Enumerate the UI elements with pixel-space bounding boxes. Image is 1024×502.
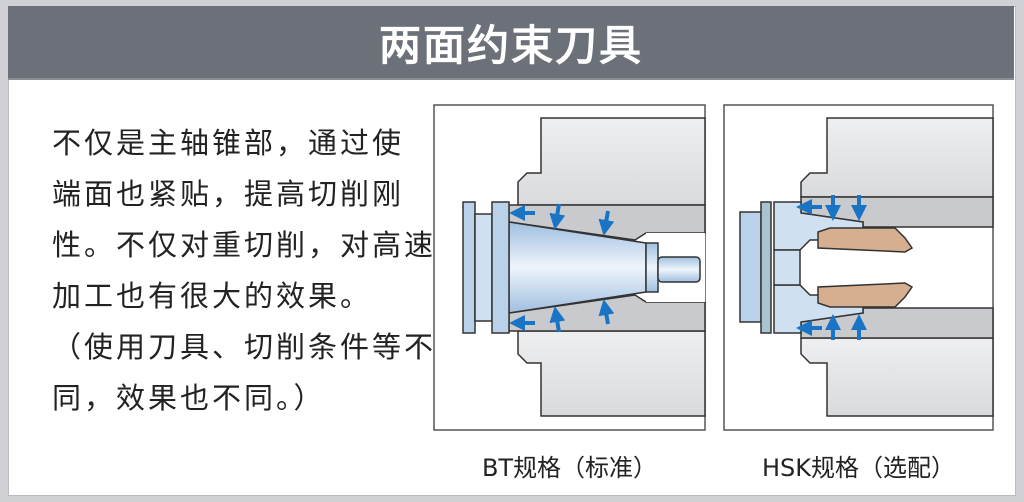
hsk-flange	[739, 211, 762, 323]
page-title: 两面约束刀具	[378, 20, 643, 70]
hsk-spindle-lower	[800, 337, 994, 417]
arrow-icon	[549, 306, 566, 333]
description: 不仅是主轴锥部，通过使 端面也紧贴，提高切削刚 性。不仅对重切削，对高速 加工也…	[52, 118, 437, 424]
description-line: （使用刀具、切削条件等不	[52, 330, 437, 364]
bt-spindle-lower	[517, 330, 706, 417]
hsk-core	[773, 249, 801, 286]
title-bar: 两面约束刀具	[8, 6, 1014, 80]
bt-pull-stud	[657, 256, 701, 283]
arrow-icon	[598, 210, 615, 236]
hsk-diagram	[723, 104, 994, 431]
bt-flange-groove	[474, 213, 493, 322]
bt-flange-inner	[491, 201, 510, 334]
bt-force-arrows	[509, 203, 615, 333]
bt-caption: BT规格（标准）	[481, 454, 658, 482]
arrow-icon	[549, 203, 566, 230]
bt-diagram	[433, 104, 706, 431]
description-line: 加工也有很大的效果。	[52, 279, 373, 313]
hsk-caption: HSK规格（选配）	[761, 454, 956, 482]
hsk-ring	[760, 201, 772, 334]
hsk-collet-lower	[817, 282, 914, 308]
bt-spindle-upper	[517, 117, 706, 206]
arrow-icon	[598, 299, 615, 325]
bt-flange-outer	[462, 201, 476, 334]
description-line: 同，效果也不同。）	[52, 381, 326, 415]
bt-tool-neck	[645, 242, 659, 293]
description-line: 不仅是主轴锥部，通过使	[52, 126, 405, 160]
hsk-spindle-upper	[800, 117, 994, 198]
hsk-collet-upper	[817, 227, 914, 253]
description-line: 端面也紧贴，提高切削刚	[52, 177, 405, 211]
hsk-force-arrows	[796, 195, 867, 340]
description-line: 性。不仅对重切削，对高速	[52, 228, 437, 262]
